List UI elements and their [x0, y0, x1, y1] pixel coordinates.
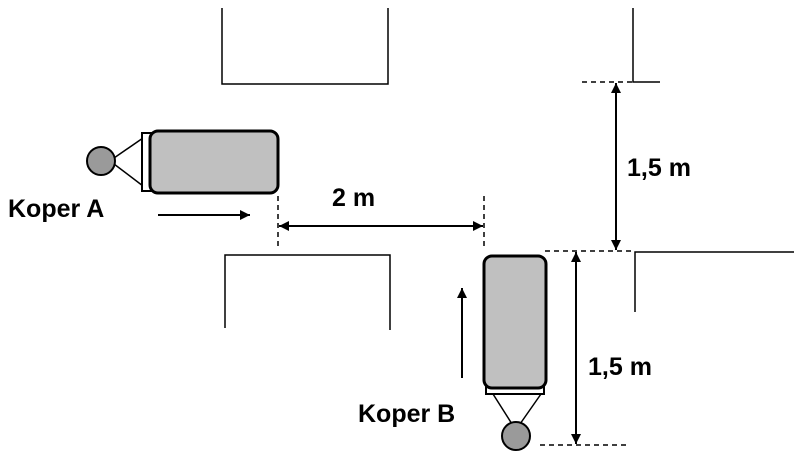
label-lower-height: 1,5 m — [588, 353, 652, 381]
suitcase-b — [482, 254, 548, 451]
suitcase-b-wheel — [501, 421, 531, 451]
wall-bottom-right — [634, 251, 794, 312]
suitcase-a-wheel — [86, 146, 116, 176]
wall-bottom-left — [224, 254, 391, 330]
suitcase-b-body — [482, 254, 548, 390]
label-suitcase-b: Koper B — [358, 400, 455, 428]
label-suitcase-a: Koper A — [8, 195, 104, 223]
suitcase-a — [86, 129, 280, 195]
suitcase-a-body — [148, 129, 280, 195]
label-gap-distance: 2 m — [332, 184, 375, 212]
label-upper-height: 1,5 m — [627, 154, 691, 182]
wall-top-right — [632, 8, 660, 83]
wall-top-left — [221, 8, 389, 85]
